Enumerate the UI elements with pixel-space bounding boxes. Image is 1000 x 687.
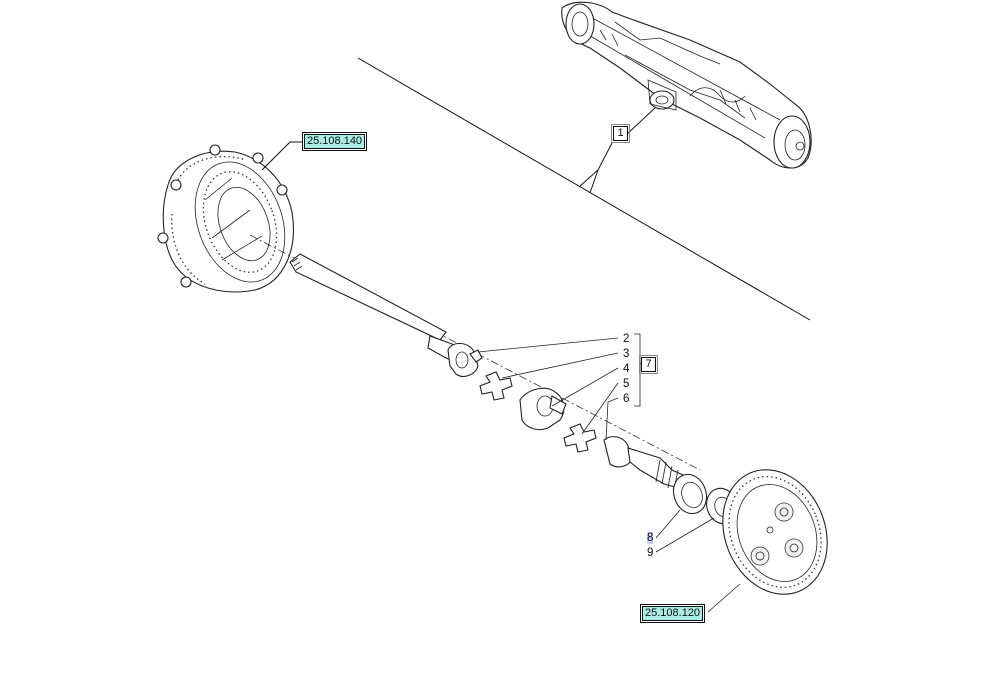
group-label-7[interactable]: 7 <box>639 355 658 374</box>
axle-assembly-illustration <box>561 1 812 169</box>
cross-part-3 <box>479 371 513 401</box>
callout-4[interactable]: 4 <box>623 363 630 375</box>
callout-8[interactable]: 8 <box>647 532 654 544</box>
planetary-carrier-illustration <box>722 469 828 595</box>
axle-shaft-illustration <box>289 253 471 367</box>
section-separator-line <box>357 57 811 321</box>
callout-9[interactable]: 9 <box>647 547 654 559</box>
stub-shaft-part-6 <box>603 436 691 491</box>
group-label-1[interactable]: 1 <box>611 124 630 143</box>
hub-housing-illustration <box>157 144 294 293</box>
callout-6[interactable]: 6 <box>623 393 630 405</box>
callout-5[interactable]: 5 <box>623 378 630 390</box>
ref-link-25-108-140[interactable]: 25.108.140 <box>301 132 368 151</box>
double-yoke-part-4 <box>519 387 567 431</box>
cross-part-5 <box>563 423 597 453</box>
yoke-part-2 <box>447 342 483 377</box>
bracket-1 <box>579 142 613 194</box>
callout-leaders <box>477 333 741 613</box>
callout-3[interactable]: 3 <box>623 348 630 360</box>
bearing-part-8 <box>672 473 708 515</box>
ref-link-25-108-120[interactable]: 25.108.120 <box>639 604 706 623</box>
leader-1 <box>625 107 656 136</box>
leader-ref-25-108-140 <box>261 141 302 171</box>
callout-2[interactable]: 2 <box>623 333 630 345</box>
